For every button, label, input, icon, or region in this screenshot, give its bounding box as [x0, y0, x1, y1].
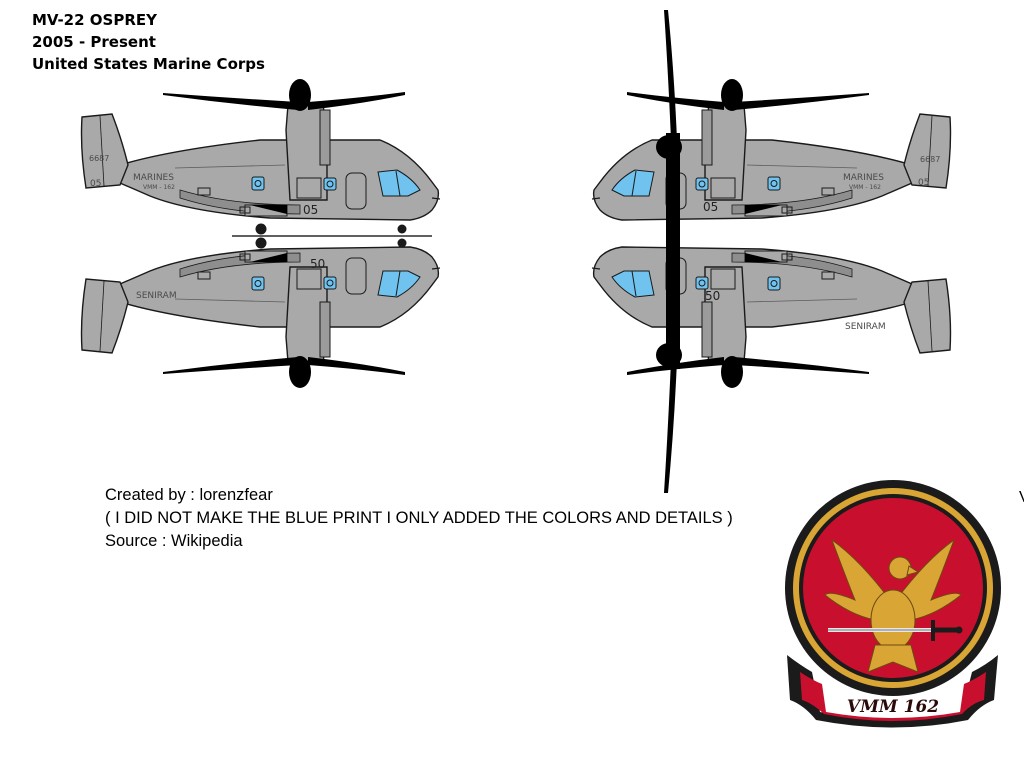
- credits-block: Created by : lorenzfear ( I DID NOT MAKE…: [105, 484, 733, 553]
- operator-name: United States Marine Corps: [32, 55, 265, 73]
- svg-text:6687: 6687: [89, 154, 109, 163]
- svg-text:05: 05: [90, 179, 101, 189]
- edge-fragment: V: [1019, 489, 1024, 507]
- aircraft-name: MV-22 OSPREY: [32, 11, 157, 29]
- svg-text:SENIRAM: SENIRAM: [136, 291, 177, 301]
- svg-text:MARINES: MARINES: [133, 173, 174, 183]
- svg-text:VMM - 162: VMM - 162: [143, 184, 175, 191]
- source: Source : Wikipedia: [105, 532, 243, 550]
- svg-text:05: 05: [303, 203, 318, 217]
- insignia-banner-text: VMM 162: [847, 697, 939, 717]
- service-period: 2005 - Present: [32, 33, 156, 51]
- aircraft-side-view: [591, 78, 952, 221]
- aircraft-side-view: MARINES VMM - 162 05 05 6687: [80, 78, 441, 221]
- svg-text:MARINES: MARINES: [843, 173, 884, 183]
- created-by: Created by : lorenzfear: [105, 486, 273, 504]
- vmm-162-squadron-insignia: VMM 162: [785, 480, 1001, 728]
- svg-text:SENIRAM: SENIRAM: [845, 322, 886, 332]
- svg-text:6687: 6687: [920, 155, 940, 164]
- svg-text:05: 05: [703, 200, 718, 214]
- aircraft-side-view: [591, 246, 952, 389]
- disclaimer: ( I DID NOT MAKE THE BLUE PRINT I ONLY A…: [105, 509, 733, 527]
- svg-text:VMM - 162: VMM - 162: [849, 184, 881, 191]
- aircraft-side-view: [80, 246, 441, 389]
- svg-text:05: 05: [918, 178, 929, 188]
- svg-text:50: 50: [310, 257, 325, 271]
- svg-text:50: 50: [705, 289, 720, 303]
- title-block: MV-22 OSPREY 2005 - Present United State…: [32, 9, 265, 75]
